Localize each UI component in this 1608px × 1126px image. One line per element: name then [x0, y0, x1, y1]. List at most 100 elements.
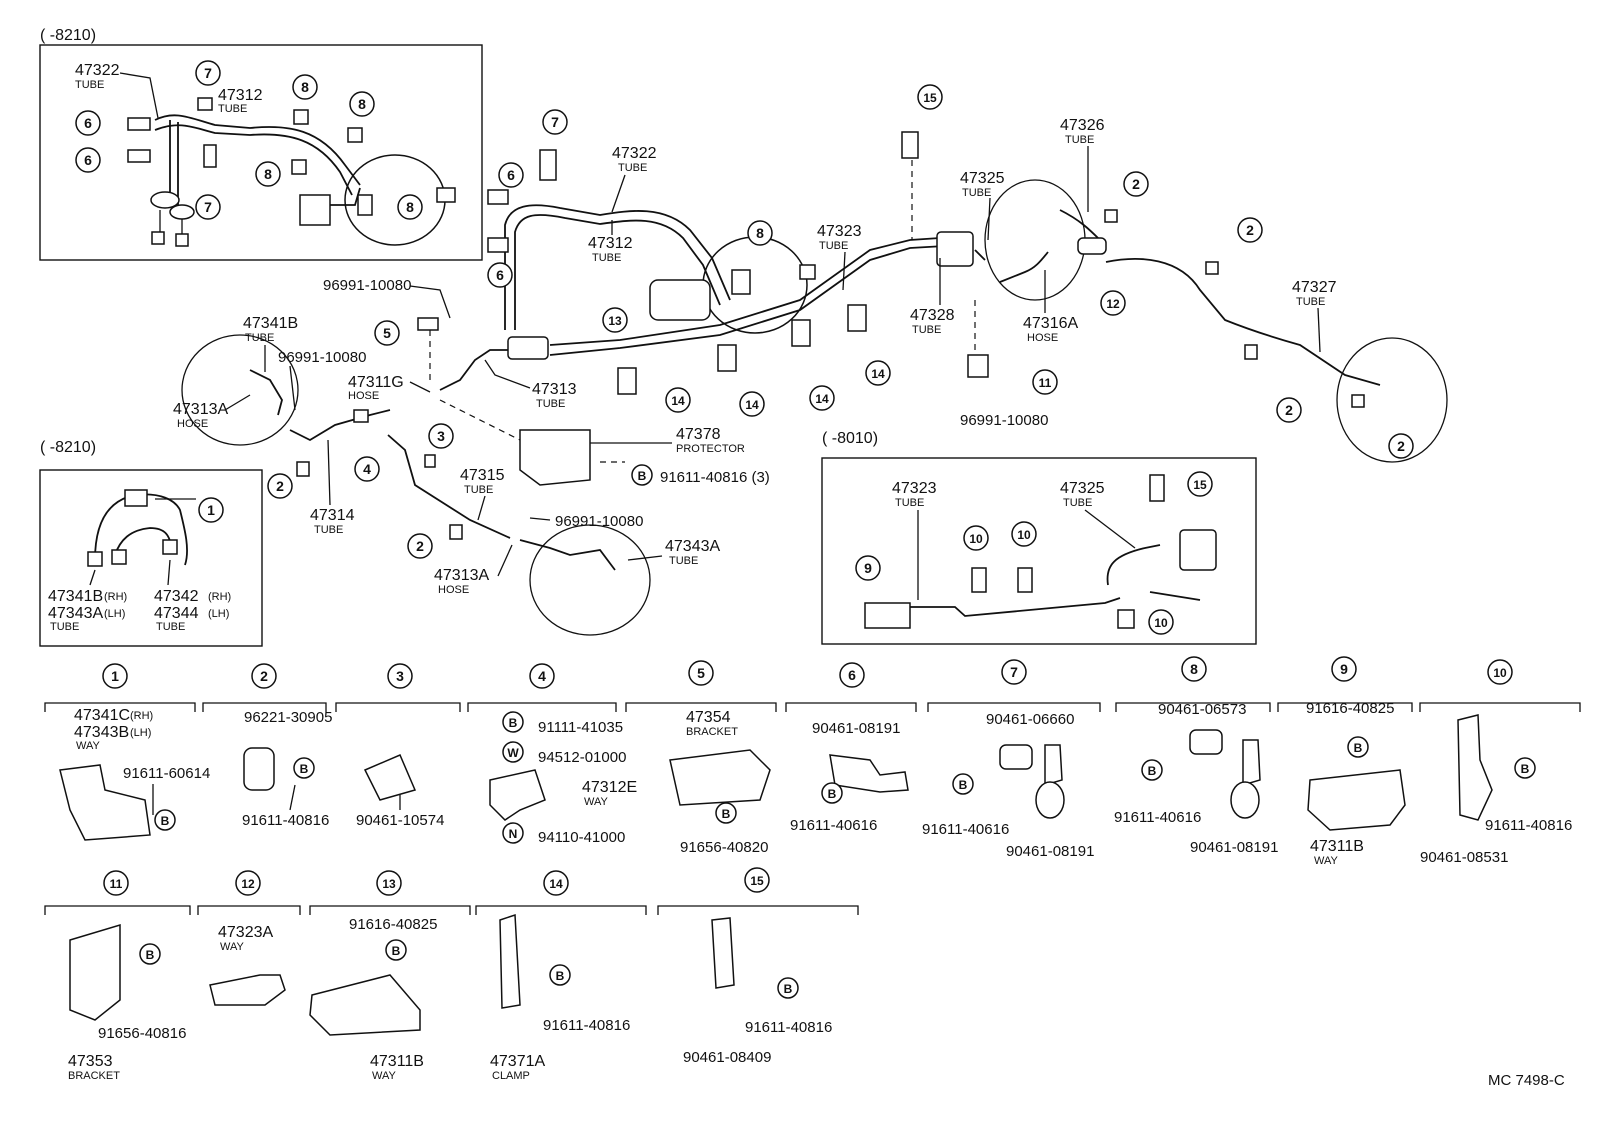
callout-8-5: 8 [349, 91, 375, 117]
callout-6-0: 6 [75, 110, 101, 136]
callout-11-19: 11 [1032, 369, 1058, 395]
legend-6-a: 90461-08191 [812, 720, 900, 737]
legend-3-clip-icon [363, 754, 417, 801]
callout-6-40: 6 [839, 662, 865, 688]
legend-7-c: 90461-08191 [1006, 843, 1094, 860]
lbl-47325-type: TUBE [962, 187, 991, 199]
inset-top-left: ( -8210) 47322 TUBE 47312 TUBE [39, 27, 483, 261]
callout-15-18: 15 [917, 84, 943, 110]
callout-7-3: 7 [195, 194, 221, 220]
rear-drum-circle-icon [1336, 337, 1448, 463]
legend-bracket-8 [1115, 702, 1271, 712]
callout-14-14-ring [665, 387, 691, 413]
lbl-47326: 47326 [1060, 117, 1105, 134]
diagram-code: MC 7498-C [1488, 1072, 1565, 1089]
callout-8-7: 8 [397, 194, 423, 220]
callout-8-5-label: 8 [358, 96, 366, 112]
inset-right-47325-type: TUBE [1063, 497, 1092, 509]
legend-bracket-1 [44, 702, 196, 712]
callout-8-5-ring [349, 91, 375, 117]
main-junction-icon [507, 336, 549, 360]
letter-B-circle-12-label: B [146, 948, 155, 962]
legend-15-b: 90461-08409 [683, 1049, 771, 1066]
callout-10-44-ring [1487, 659, 1513, 685]
letter-B-circle-8-ring [952, 773, 974, 795]
lbl-47316A-type: HOSE [1027, 332, 1058, 344]
letter-B-circle-0: B [631, 464, 653, 486]
inset-left-rh1: (RH) [104, 591, 127, 603]
lbl-47311G-type: HOSE [348, 390, 379, 402]
letter-N-circle-5: N [502, 822, 524, 844]
callout-3-37: 3 [387, 663, 413, 689]
legend-8-a: 90461-06573 [1158, 701, 1246, 718]
inset-left-47342: 47342 [154, 588, 199, 605]
legend-bracket-4 [467, 702, 617, 712]
lbl-47313A-b-type: HOSE [438, 584, 469, 596]
callout-6-11: 6 [487, 262, 513, 288]
legend-1-way: WAY [76, 740, 100, 752]
protector-47378-icon [519, 429, 591, 486]
main-tube-47323-a [549, 245, 946, 356]
legend-7-a: 90461-06660 [986, 711, 1074, 728]
callout-15-49-ring [744, 867, 770, 893]
letter-B-circle-11-label: B [1521, 762, 1530, 776]
legend-7-clip-a-icon [999, 744, 1033, 770]
callout-14-48: 14 [543, 870, 569, 896]
callout-11-19-label: 11 [1039, 376, 1052, 390]
callout-13-47: 13 [376, 870, 402, 896]
callout-14-48-label: 14 [549, 877, 563, 891]
callout-8-12-ring [747, 220, 773, 246]
legend-bracket-2 [202, 702, 327, 712]
legend-4-a: 91111-41035 [538, 719, 623, 736]
letter-B-circle-13: B [385, 939, 407, 961]
clip-3-main-icon [424, 454, 436, 468]
callout-7-41-label: 7 [1010, 664, 1018, 680]
leader [1084, 509, 1136, 549]
dash-2 [439, 399, 521, 441]
inset-left: ( -8210) 47341B (RH) 47343A (LH) TUBE 47… [39, 439, 263, 647]
letter-B-circle-10-ring [1347, 736, 1369, 758]
callout-9-31-ring [855, 555, 881, 581]
callout-6-0-ring [75, 110, 101, 136]
callout-15-30: 15 [1187, 471, 1213, 497]
callout-15-18-label: 15 [923, 91, 937, 105]
callout-6-10-label: 6 [507, 167, 515, 183]
callout-10-44-label: 10 [1493, 666, 1507, 680]
lbl-47323: 47323 [817, 223, 862, 240]
legend-8-b: 91611-40616 [1114, 809, 1201, 826]
leader [987, 197, 991, 241]
inset-top-47312: 47312 [218, 87, 263, 104]
inset-right-clip10a-icon [971, 567, 987, 593]
legend-9-way-icon [1307, 769, 1406, 831]
legend-13-way-icon [309, 974, 421, 1036]
callout-14-15-label: 14 [745, 398, 759, 412]
inset-right-clip15-icon [1149, 474, 1165, 502]
callout-9-31-label: 9 [864, 560, 872, 576]
lbl-47378: 47378 [676, 426, 721, 443]
legend-bracket-7 [927, 702, 1101, 712]
callout-2-24: 2 [1388, 433, 1414, 459]
legend-12-way: WAY [220, 941, 244, 953]
letter-W-circle-4-label: W [507, 746, 519, 760]
inset-clip-7a-icon [197, 97, 213, 111]
lbl-47313: 47313 [532, 381, 577, 398]
leader [119, 72, 159, 119]
letter-W-circle-4: W [502, 741, 524, 763]
callout-1-35: 1 [102, 663, 128, 689]
callout-9-31: 9 [855, 555, 881, 581]
inset-right-clip10c-icon [1117, 609, 1135, 629]
lbl-47322: 47322 [612, 145, 657, 162]
legend-14-a: 91611-40816 [543, 1017, 630, 1034]
inset-left-rh2: (RH) [208, 591, 231, 603]
callout-2-24-ring [1388, 433, 1414, 459]
leader [409, 381, 431, 393]
letter-B-circle-11: B [1514, 757, 1536, 779]
inset-left-fit3-icon [162, 539, 178, 555]
legend-4-way-icon [489, 769, 546, 821]
lbl-47325: 47325 [960, 170, 1005, 187]
legend-1-c: 91611-60614 [123, 765, 210, 782]
legend-bracket-12 [197, 905, 301, 915]
inset-left-tube1: TUBE [50, 621, 79, 633]
inset-right: ( -8010) 47323 TUBE 47325 TUBE [821, 430, 1257, 645]
